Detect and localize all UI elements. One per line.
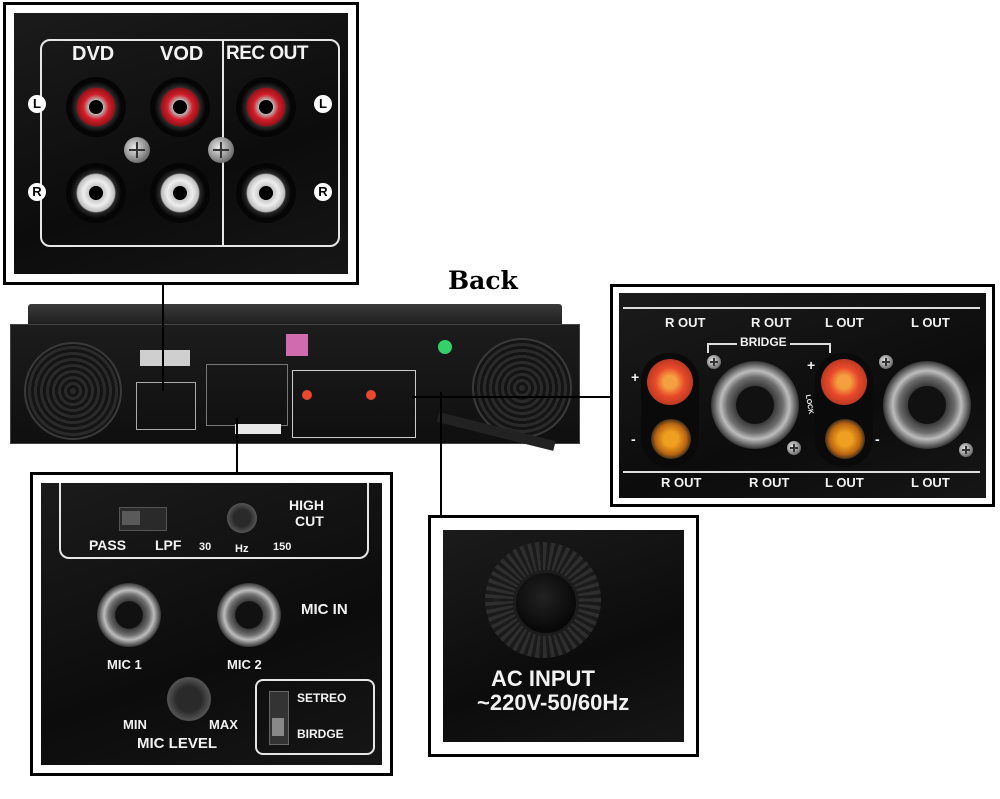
r-marker-right: R bbox=[314, 183, 332, 201]
connector-line-ac bbox=[440, 392, 442, 516]
l-marker-left: L bbox=[28, 95, 46, 113]
fuse-holder-cap[interactable] bbox=[513, 570, 579, 636]
bottom-label-1: R OUT bbox=[661, 475, 702, 490]
plus-sign: + bbox=[631, 369, 640, 385]
screw-icon bbox=[959, 443, 973, 457]
rec-out-r-jack[interactable] bbox=[236, 163, 296, 223]
r-out-plus-post[interactable] bbox=[647, 359, 693, 405]
vod-r-jack[interactable] bbox=[150, 163, 210, 223]
minus-sign: - bbox=[631, 431, 636, 447]
mini-label-plate bbox=[140, 350, 190, 366]
high-cut-label-1: HIGH bbox=[289, 497, 324, 513]
speaker-panel: R OUT R OUT L OUT L OUT BRIDGE + - LOCK … bbox=[619, 293, 986, 498]
plus-sign: + bbox=[807, 357, 816, 373]
screw-icon bbox=[124, 137, 150, 163]
minus-sign: - bbox=[875, 431, 880, 447]
dvd-label: DVD bbox=[72, 43, 115, 65]
l-out-speakon-jack[interactable] bbox=[883, 361, 971, 449]
mini-red-post bbox=[366, 390, 376, 400]
bottom-label-3: L OUT bbox=[825, 475, 864, 490]
l-out-minus-post[interactable] bbox=[825, 419, 865, 459]
screw-icon bbox=[879, 355, 893, 369]
bottom-label-4: L OUT bbox=[911, 475, 950, 490]
pass-lpf-switch[interactable] bbox=[119, 507, 167, 531]
speaker-output-inset: R OUT R OUT L OUT L OUT BRIDGE + - LOCK … bbox=[610, 284, 995, 507]
rca-outline bbox=[40, 39, 340, 247]
lock-label: LOCK bbox=[803, 394, 815, 415]
mic-in-label: MIC IN bbox=[301, 601, 348, 618]
mini-speaker-area bbox=[292, 370, 416, 438]
rca-input-inset: DVD VOD REC OUT L R L R bbox=[3, 2, 359, 285]
r-out-speakon-jack[interactable] bbox=[711, 361, 799, 449]
dvd-l-jack[interactable] bbox=[66, 77, 126, 137]
mini-green-light bbox=[438, 340, 452, 354]
max-label: MAX bbox=[209, 717, 238, 732]
mini-mic-area bbox=[206, 364, 288, 426]
ac-panel: AC INPUT ~220V-50/60Hz bbox=[443, 530, 684, 742]
freq-30-label: 30 bbox=[199, 541, 212, 553]
ac-input-inset: AC INPUT ~220V-50/60Hz bbox=[428, 515, 699, 757]
mic-outline-top bbox=[59, 483, 369, 559]
l-out-plus-post[interactable] bbox=[821, 359, 867, 405]
top-label-4: L OUT bbox=[911, 315, 950, 330]
right-fan bbox=[472, 338, 572, 438]
top-label-3: L OUT bbox=[825, 315, 864, 330]
page-title: Back bbox=[448, 266, 518, 295]
mic1-jack[interactable] bbox=[97, 583, 161, 647]
pass-label: PASS bbox=[89, 537, 127, 553]
ac-input-label: AC INPUT bbox=[491, 666, 595, 691]
mini-red-post bbox=[302, 390, 312, 400]
amplifier-chassis bbox=[10, 304, 580, 451]
bridge-label: BRIDGE bbox=[737, 335, 790, 349]
high-cut-label-2: CUT bbox=[295, 513, 324, 529]
vod-l-jack[interactable] bbox=[150, 77, 210, 137]
mic-level-label: MIC LEVEL bbox=[137, 735, 218, 752]
dvd-r-jack[interactable] bbox=[66, 163, 126, 223]
mic1-label: MIC 1 bbox=[107, 657, 142, 672]
birdge-label: BIRDGE bbox=[297, 727, 344, 741]
connector-line-mic bbox=[236, 418, 238, 474]
mic2-label: MIC 2 bbox=[227, 657, 262, 672]
chassis-top-edge bbox=[28, 304, 562, 326]
mic2-jack[interactable] bbox=[217, 583, 281, 647]
mic-level-knob[interactable] bbox=[167, 677, 211, 721]
vod-label: VOD bbox=[160, 43, 204, 65]
connector-line-rca bbox=[162, 283, 164, 391]
high-cut-knob[interactable] bbox=[227, 503, 257, 533]
setreo-label: SETREO bbox=[297, 691, 347, 705]
screw-icon bbox=[707, 355, 721, 369]
r-out-minus-post[interactable] bbox=[651, 419, 691, 459]
rca-panel: DVD VOD REC OUT L R L R bbox=[14, 13, 348, 274]
top-label-2: R OUT bbox=[751, 315, 792, 330]
speaker-bottom-rule bbox=[623, 471, 980, 473]
mode-switch-box bbox=[255, 679, 375, 755]
speaker-top-rule bbox=[623, 307, 980, 309]
lpf-label: LPF bbox=[155, 537, 182, 553]
freq-hz-label: Hz bbox=[235, 543, 249, 555]
mini-serial-sticker bbox=[235, 424, 281, 434]
mic-input-inset: PASS LPF HIGH CUT 30 Hz 150 MIC IN MIC 1… bbox=[30, 472, 393, 776]
min-label: MIN bbox=[123, 717, 147, 732]
rec-out-l-jack[interactable] bbox=[236, 77, 296, 137]
stereo-bridge-switch[interactable] bbox=[269, 691, 289, 745]
left-fan bbox=[24, 342, 122, 440]
l-marker-right: L bbox=[314, 95, 332, 113]
bottom-label-2: R OUT bbox=[749, 475, 790, 490]
ac-voltage-label: ~220V-50/60Hz bbox=[477, 690, 630, 715]
screw-icon bbox=[787, 441, 801, 455]
top-label-1: R OUT bbox=[665, 315, 706, 330]
rec-out-label: REC OUT bbox=[226, 43, 309, 64]
mini-rca-area bbox=[136, 382, 196, 430]
r-marker-left: R bbox=[28, 183, 46, 201]
mini-sticker bbox=[286, 334, 308, 356]
mic-panel: PASS LPF HIGH CUT 30 Hz 150 MIC IN MIC 1… bbox=[41, 483, 382, 765]
connector-line-speaker bbox=[412, 396, 612, 398]
freq-150-label: 150 bbox=[273, 541, 292, 553]
screw-icon bbox=[208, 137, 234, 163]
